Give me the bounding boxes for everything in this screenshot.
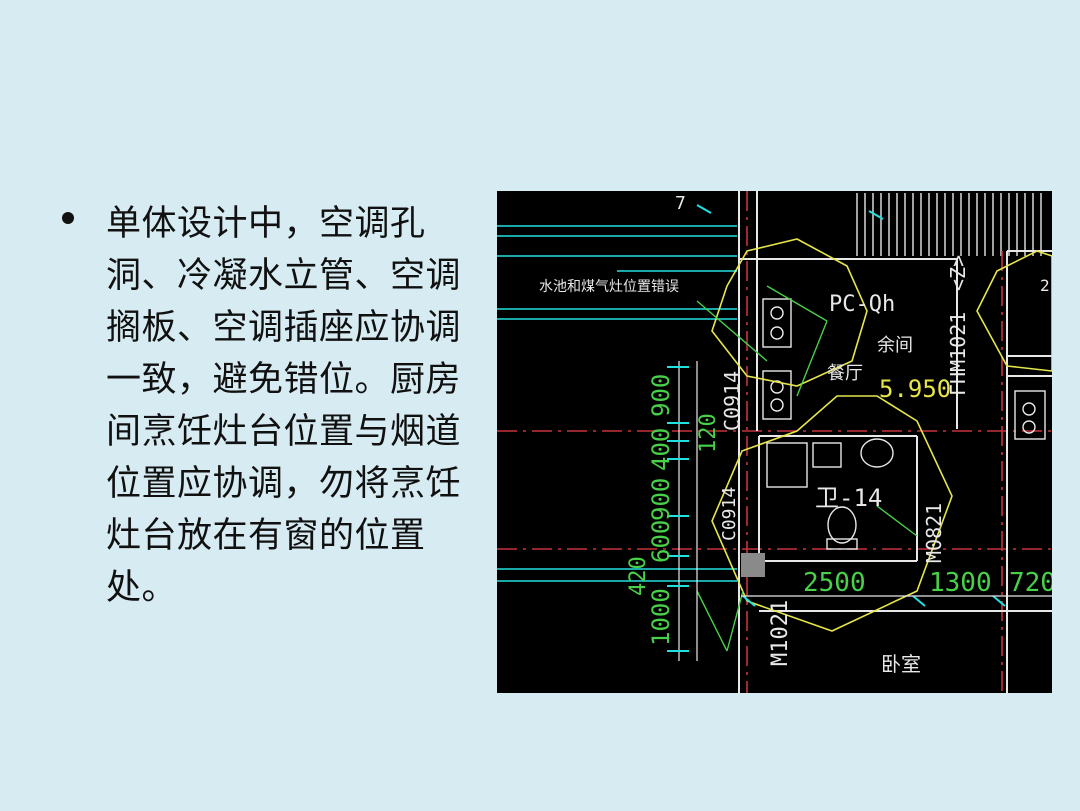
upper-wall-lines: [497, 225, 737, 582]
dim-120: 120: [696, 413, 721, 453]
room-label-canting: 餐厅: [827, 363, 863, 384]
window-label-c0914: C0914: [720, 371, 744, 431]
dim-1000: 1000: [647, 588, 675, 646]
dim-600: 600: [647, 520, 675, 563]
door-label-m1021: M1021: [768, 600, 793, 666]
error-note: 水池和煤气灶位置错误: [539, 279, 679, 295]
bullet-dot-icon: [62, 212, 74, 224]
dim-7: 7: [675, 193, 686, 214]
stair-hatch: [856, 193, 1042, 256]
revision-clouds: [711, 238, 1052, 632]
axis-lines: [497, 191, 1052, 693]
door-label-fhm1021: FHM1021: [946, 312, 970, 396]
dim-900-top: 900: [647, 374, 675, 417]
door-label-m0821: M0821: [922, 503, 946, 563]
dim-400: 400: [647, 428, 675, 471]
axis-label-z: <Z>: [946, 255, 970, 291]
dim-2500: 2500: [803, 568, 866, 598]
bullet-item: 单体设计中，空调孔洞、冷凝水立管、空调搁板、空调插座应协调一致，避免错位。厨房间…: [62, 198, 492, 614]
room-label-woshi: 卧室: [881, 652, 921, 676]
dim-720: 720: [1009, 568, 1052, 598]
room-label-wei: 卫-14: [815, 484, 882, 512]
leader-lines: [696, 285, 918, 652]
walls: [738, 191, 1052, 693]
column-block: [741, 553, 765, 577]
sink-fixtures: [762, 298, 1046, 550]
axis-label-small: 2: [1040, 276, 1050, 295]
vertical-dimension-chain: [678, 361, 698, 661]
room-label-yuxian: 余间: [877, 335, 913, 356]
dimension-ticks: [667, 204, 1006, 652]
dim-1300: 1300: [929, 568, 992, 598]
dim-900-mid: 900: [647, 478, 675, 521]
window-label-c0914-b: C0914: [719, 487, 740, 541]
cad-drawing: 水池和煤气灶位置错误 PC-Qh 余间 餐厅 5.950 FHM1021 <Z>…: [497, 191, 1052, 693]
dim-420: 420: [626, 556, 651, 596]
cad-drawing-svg: 水池和煤气灶位置错误 PC-Qh 余间 餐厅 5.950 FHM1021 <Z>…: [497, 191, 1052, 693]
pc-label: PC-Qh: [829, 292, 895, 317]
bullet-text: 单体设计中，空调孔洞、冷凝水立管、空调搁板、空调插座应协调一致，避免错位。厨房间…: [106, 204, 462, 608]
elevation-label: 5.950: [879, 375, 951, 403]
